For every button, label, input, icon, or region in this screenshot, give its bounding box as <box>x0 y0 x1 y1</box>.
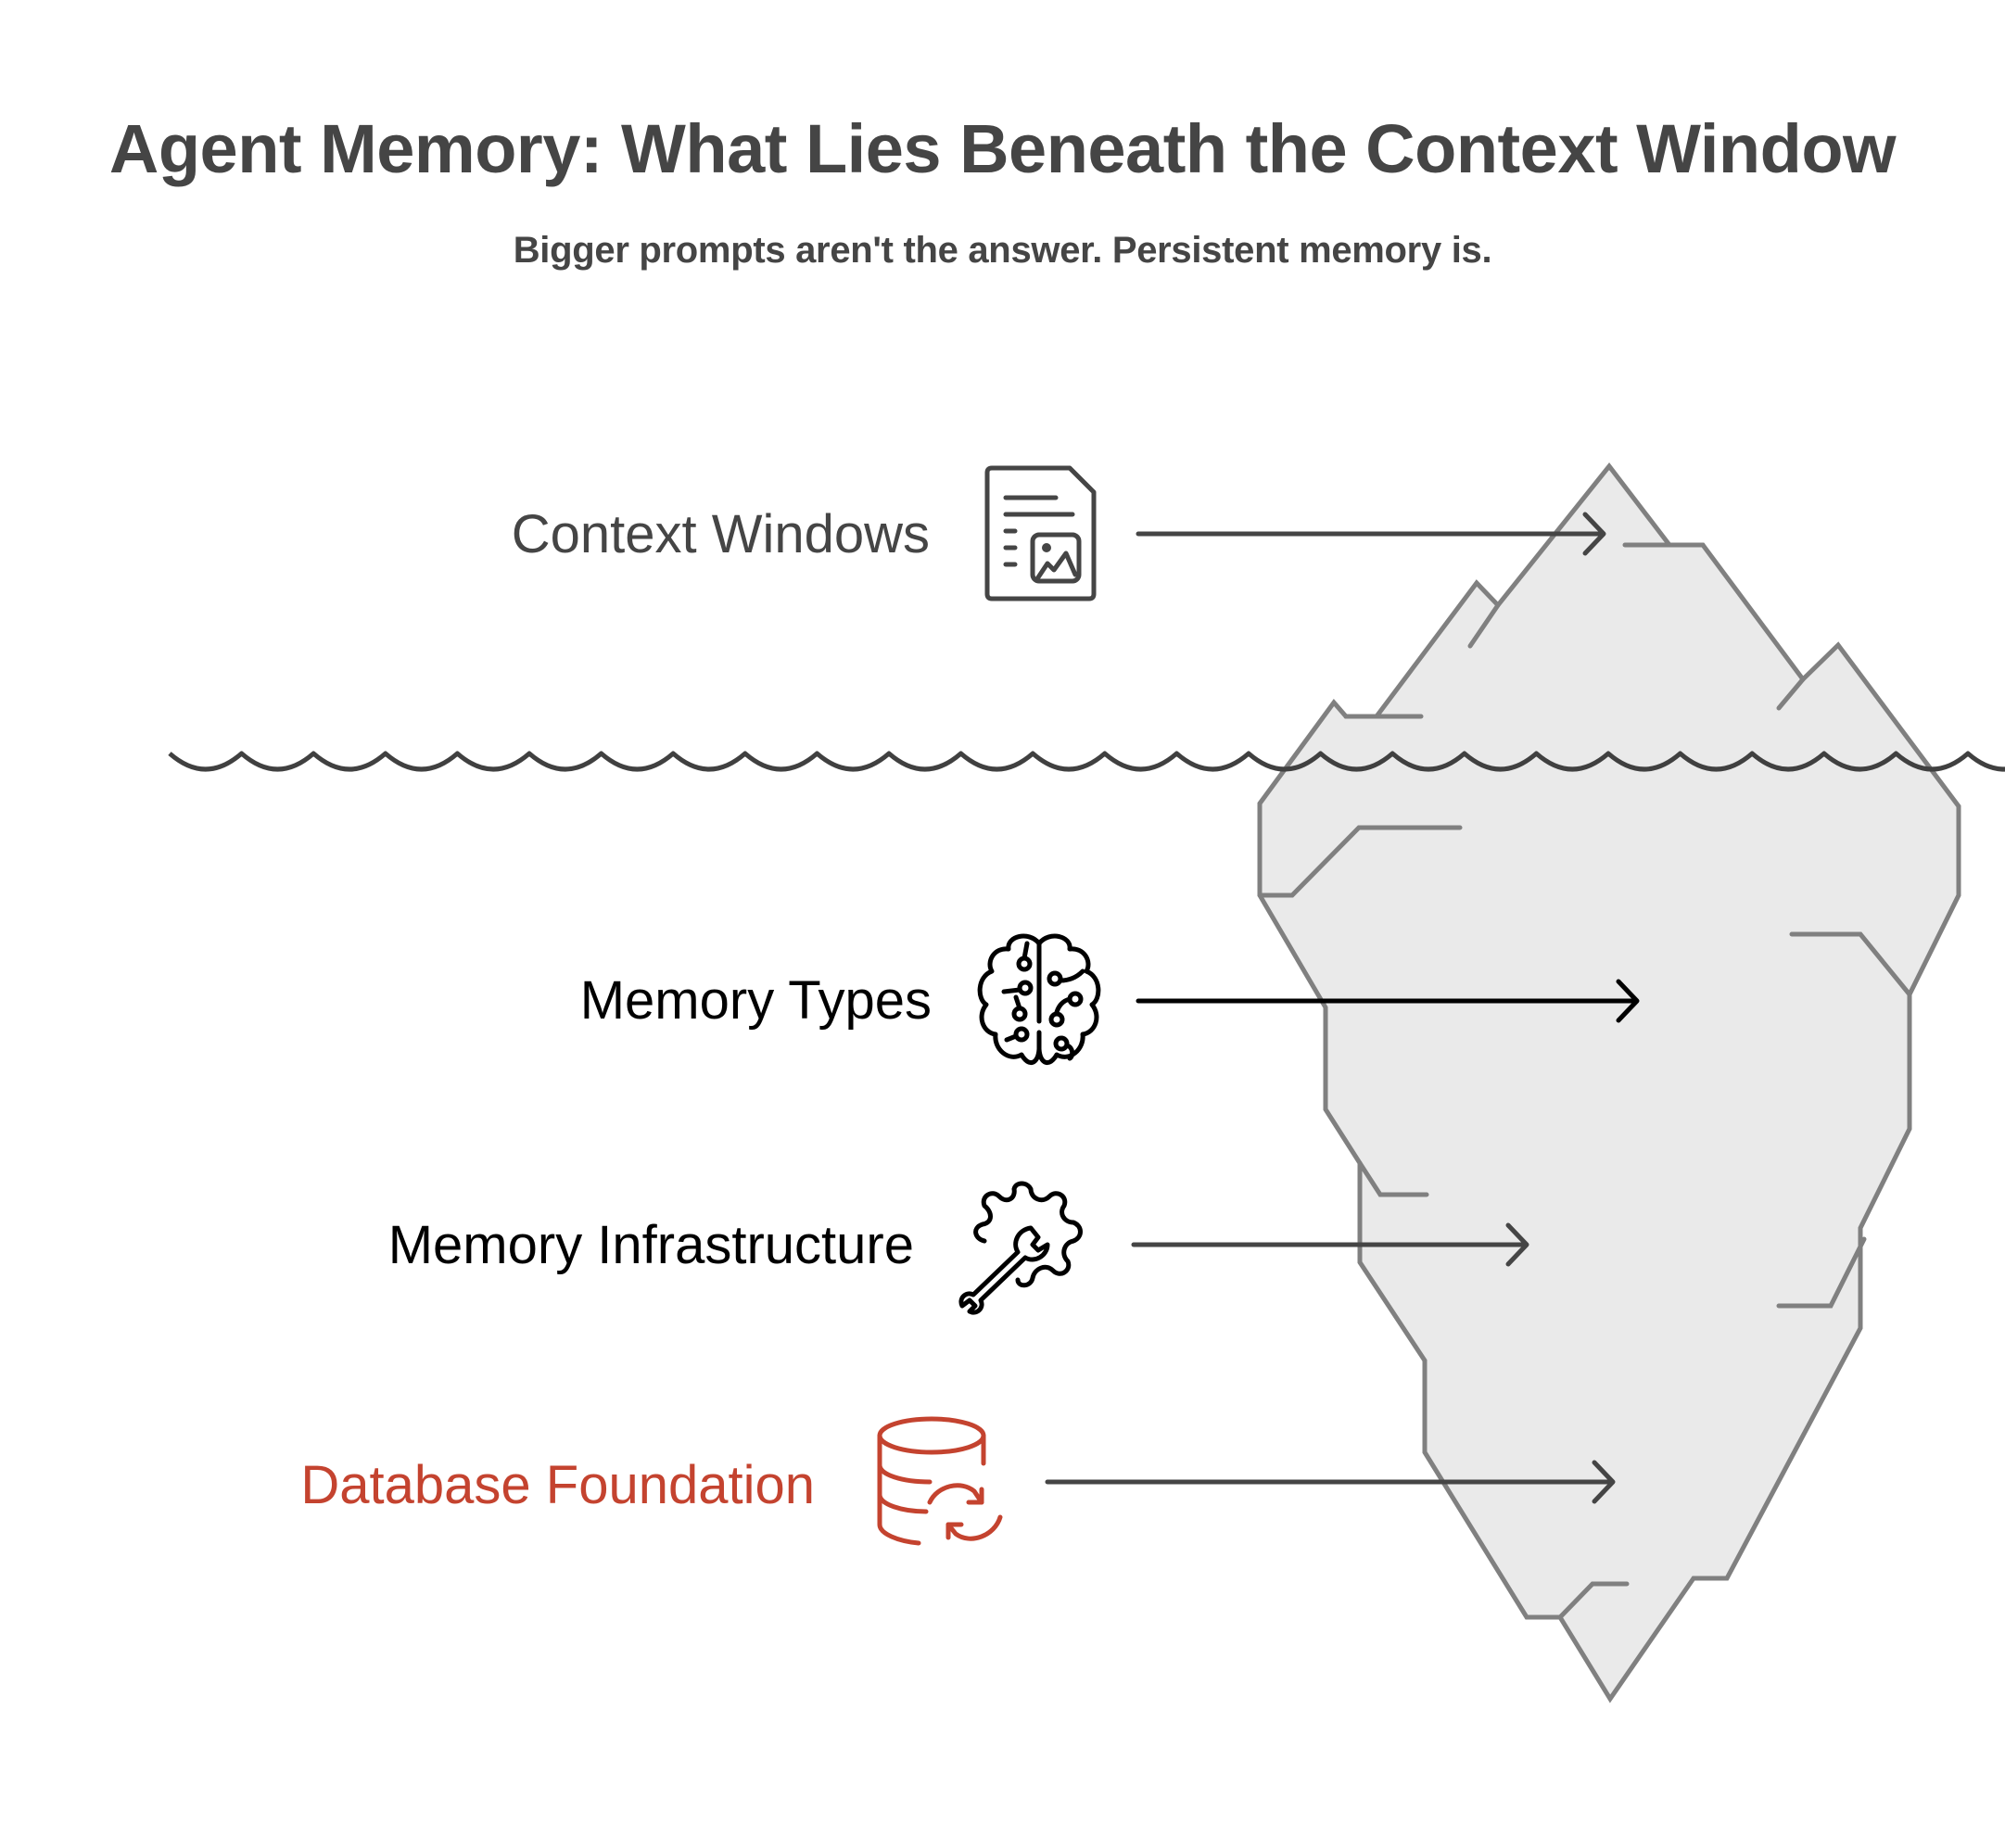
crack-right-lower-stub <box>1776 1236 1867 1309</box>
arrow-memory-types <box>1136 979 1640 1023</box>
crack-upper-left-stub <box>1257 825 1463 898</box>
crack-right-slash <box>1776 677 1806 711</box>
arrow-context-windows <box>1136 512 1606 556</box>
label-database-foundation: Database Foundation <box>300 1455 815 1515</box>
brain-circuit-icon <box>977 933 1101 1065</box>
page-title: Agent Memory: What Lies Beneath the Cont… <box>108 110 1897 187</box>
waterline <box>168 751 2005 772</box>
document-image-icon <box>984 465 1097 601</box>
page-subtitle: Bigger prompts aren't the answer. Persis… <box>513 230 1492 271</box>
arrow-memory-infrastructure <box>1131 1222 1529 1267</box>
crack-bottom-stub <box>1557 1581 1630 1620</box>
iceberg-cracks <box>1257 542 1912 1620</box>
crack-left-inner <box>1357 1160 1429 1197</box>
label-context-windows: Context Windows <box>511 504 930 564</box>
crack-left-slash <box>1467 602 1501 649</box>
arrow-database-foundation <box>1045 1460 1616 1504</box>
crack-right-upper-stub <box>1789 931 1912 997</box>
database-sync-icon <box>877 1416 1003 1546</box>
gear-wrench-icon <box>958 1181 1083 1315</box>
label-memory-infrastructure: Memory Infrastructure <box>387 1215 914 1275</box>
label-memory-types: Memory Types <box>579 970 932 1031</box>
iceberg-shape <box>1257 462 1961 1703</box>
